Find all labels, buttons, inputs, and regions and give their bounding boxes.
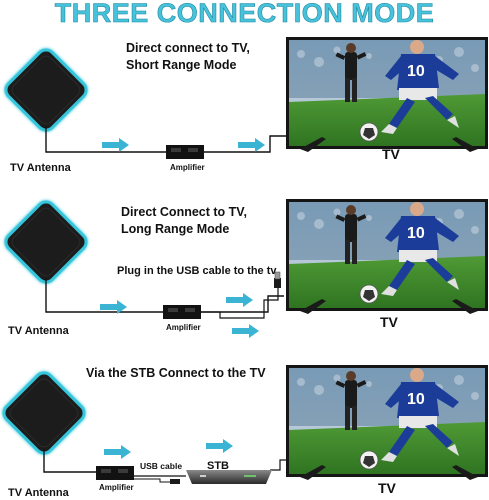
antenna-icon: [2, 198, 90, 286]
usb-plug-icon: [170, 479, 180, 484]
arrow-icon: [206, 439, 233, 453]
amplifier-label: Amplifier: [166, 323, 201, 332]
panel-long-range: [2, 198, 488, 338]
tv-stand: [300, 465, 326, 480]
antenna-label: TV Antenna: [10, 162, 71, 174]
usb-plug-icon: [274, 278, 281, 288]
arrow-icon: [226, 293, 253, 307]
usb-note: Plug in the USB cable to the tv: [117, 265, 277, 277]
tv-label: TV: [378, 480, 396, 496]
arrow-icon: [238, 138, 265, 152]
antenna-icon: [2, 46, 90, 134]
page-title: THREE CONNECTION MODE: [54, 0, 435, 28]
mode-line: Direct Connect to TV,: [121, 205, 247, 219]
amplifier-label: Amplifier: [99, 483, 134, 492]
tv-label: TV: [382, 146, 400, 162]
stb-box-icon: [186, 470, 272, 484]
amplifier-icon: [96, 466, 134, 480]
antenna-label: TV Antenna: [8, 325, 69, 337]
mode-description: Direct Connect to TV, Long Range Mode: [121, 204, 247, 238]
usb-cable-label: USB cable: [140, 461, 183, 471]
amplifier-label: Amplifier: [170, 163, 205, 172]
arrow-icon: [104, 445, 131, 459]
mode-line: Direct connect to TV,: [126, 41, 250, 55]
panel-short-range: [2, 37, 488, 159]
tv-stand: [452, 137, 478, 152]
tv-screen: [286, 199, 488, 311]
antenna-label: TV Antenna: [8, 487, 69, 499]
tv-stand: [452, 299, 478, 314]
arrow-icon: [102, 138, 129, 152]
stb-label: STB: [207, 460, 229, 472]
tv-screen: [286, 365, 488, 477]
mode-line: Long Range Mode: [121, 222, 230, 236]
mode-line: Short Range Mode: [126, 58, 237, 72]
tv-stand: [452, 465, 478, 480]
tv-label: TV: [380, 314, 398, 330]
tv-screen: [286, 37, 488, 149]
mode-description: Direct connect to TV, Short Range Mode: [126, 40, 250, 74]
arrow-icon: [232, 324, 259, 338]
panel-via-stb: [0, 365, 488, 484]
mode-description: Via the STB Connect to the TV: [86, 366, 266, 380]
tv-stand: [300, 299, 326, 314]
amplifier-icon: [163, 305, 201, 319]
antenna-icon: [0, 369, 88, 457]
amplifier-icon: [166, 145, 204, 159]
tv-stand: [300, 137, 326, 152]
